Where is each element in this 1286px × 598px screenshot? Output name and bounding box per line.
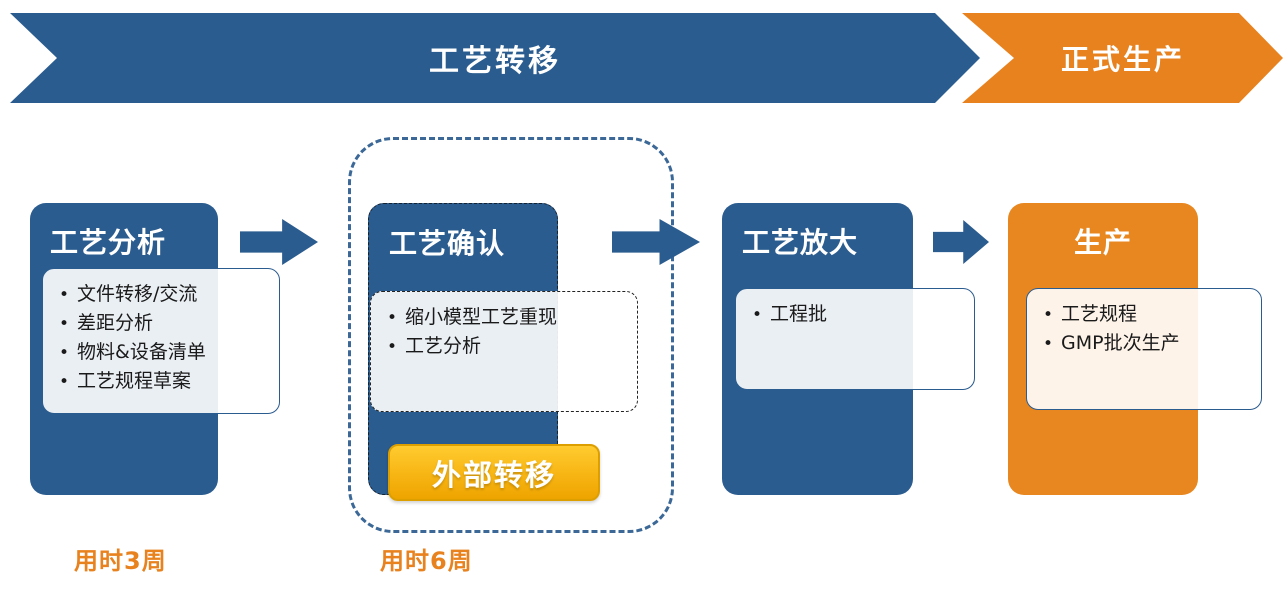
arrow-right-icon: [240, 219, 318, 265]
stage-process-analysis-list: 文件转移/交流 差距分析 物料&设备清单 工艺规程草案: [55, 280, 271, 396]
list-item: 工艺分析: [383, 332, 629, 361]
banner-formal-production-label: 正式生产: [1060, 43, 1185, 76]
stage-process-confirmation-panel: 缩小模型工艺重现 工艺分析: [370, 291, 638, 412]
stage-process-scaleup-panel: 工程批: [735, 288, 975, 390]
list-item: 文件转移/交流: [55, 280, 271, 309]
list-item: 缩小模型工艺重现: [383, 303, 629, 332]
stage-process-confirmation-list: 缩小模型工艺重现 工艺分析: [383, 303, 629, 361]
stage-process-analysis-title: 工艺分析: [50, 226, 167, 259]
stage-process-confirmation-title: 工艺确认: [389, 227, 506, 260]
external-transfer-dashed-outline: [348, 137, 674, 533]
stage-production-panel: 工艺规程 GMP批次生产: [1026, 288, 1262, 410]
stage-process-scaleup-title: 工艺放大: [742, 226, 859, 259]
banner-process-transfer: 工艺转移: [10, 13, 980, 103]
list-item: 工艺规程草案: [55, 367, 271, 396]
stage-process-analysis-panel: 文件转移/交流 差距分析 物料&设备清单 工艺规程草案: [42, 268, 280, 414]
arrow-right-icon: [933, 220, 989, 264]
list-item: 物料&设备清单: [55, 338, 271, 367]
list-item: GMP批次生产: [1039, 329, 1253, 358]
list-item: 差距分析: [55, 309, 271, 338]
duration-label-stage-2: 用时6周: [380, 547, 473, 575]
external-transfer-badge-label: 外部转移: [431, 457, 556, 492]
banner-formal-production: 正式生产: [962, 13, 1283, 103]
duration-label-stage-1: 用时3周: [74, 547, 167, 575]
stage-production-list: 工艺规程 GMP批次生产: [1039, 300, 1253, 358]
list-item: 工艺规程: [1039, 300, 1253, 329]
banner-process-transfer-label: 工艺转移: [429, 44, 561, 79]
list-item: 工程批: [748, 300, 966, 329]
stage-process-scaleup-list: 工程批: [748, 300, 966, 329]
stage-production-title: 生产: [1073, 226, 1132, 259]
external-transfer-badge: 外部转移: [388, 444, 600, 501]
